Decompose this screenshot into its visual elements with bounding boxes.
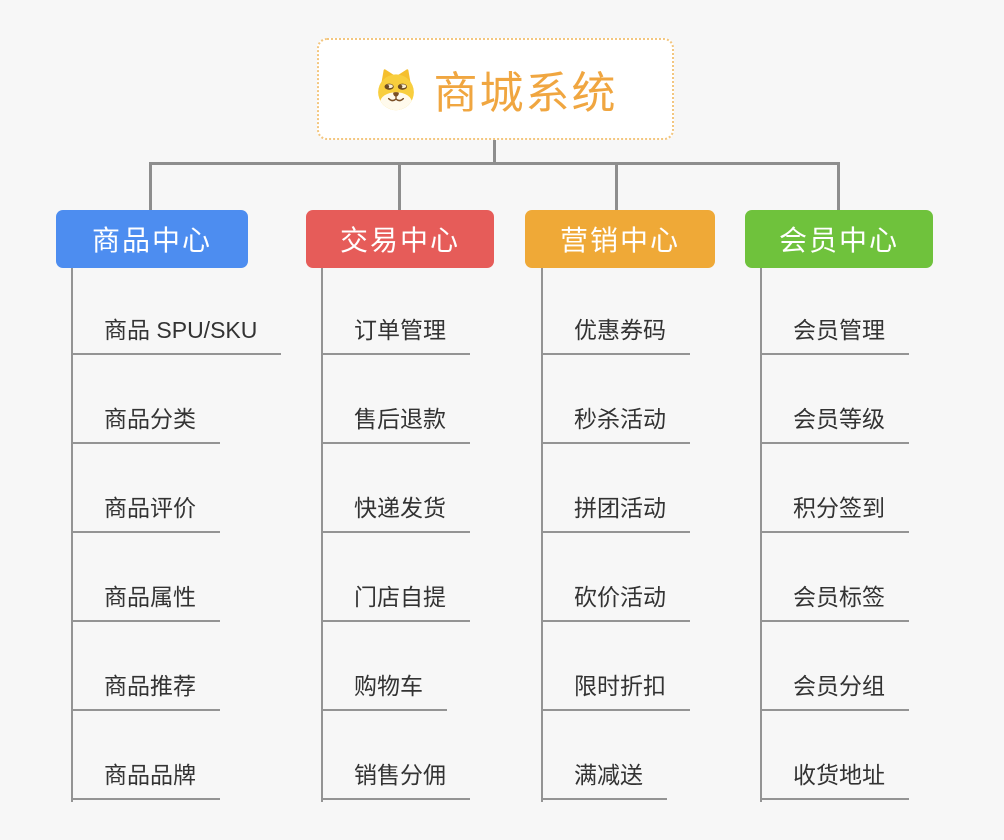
- leaf-node[interactable]: 限时折扣: [541, 671, 690, 711]
- branch-node-member-center[interactable]: 会员中心: [745, 210, 933, 268]
- leaf-node[interactable]: 优惠券码: [541, 315, 690, 355]
- leaf-node[interactable]: 商品 SPU/SKU: [71, 315, 282, 355]
- leaf-node[interactable]: 销售分佣: [321, 760, 470, 800]
- leaf-node[interactable]: 会员管理: [760, 315, 909, 355]
- branch-node-marketing-center[interactable]: 营销中心: [525, 210, 715, 268]
- leaf-node[interactable]: 会员等级: [760, 404, 909, 444]
- leaf-node[interactable]: 会员分组: [760, 671, 909, 711]
- branch-node-product-center[interactable]: 商品中心: [56, 210, 248, 268]
- spine-marketing-center: [541, 268, 543, 802]
- leaf-node[interactable]: 满减送: [541, 760, 667, 800]
- connector-drop-product: [149, 164, 152, 211]
- leaf-node[interactable]: 商品品牌: [71, 760, 220, 800]
- leaf-node[interactable]: 会员标签: [760, 582, 909, 622]
- leaf-node[interactable]: 秒杀活动: [541, 404, 690, 444]
- leaf-node[interactable]: 商品分类: [71, 404, 220, 444]
- connector-bus: [149, 162, 840, 165]
- leaf-node[interactable]: 砍价活动: [541, 582, 690, 622]
- connector-root-stub: [493, 140, 496, 164]
- root-node[interactable]: 商城系统: [317, 38, 674, 140]
- branch-node-trade-center[interactable]: 交易中心: [306, 210, 494, 268]
- spine-product-center: [71, 268, 73, 802]
- leaf-node[interactable]: 商品推荐: [71, 671, 220, 711]
- connector-drop-member: [837, 164, 840, 211]
- leaf-node[interactable]: 订单管理: [321, 315, 470, 355]
- leaf-node[interactable]: 收货地址: [760, 760, 909, 800]
- dog-face-icon: [377, 69, 414, 111]
- leaf-node[interactable]: 购物车: [321, 671, 447, 711]
- spine-trade-center: [321, 268, 323, 802]
- leaf-node[interactable]: 门店自提: [321, 582, 470, 622]
- leaf-node[interactable]: 商品评价: [71, 493, 220, 533]
- leaf-node[interactable]: 拼团活动: [541, 493, 690, 533]
- leaf-node[interactable]: 积分签到: [760, 493, 909, 533]
- connector-drop-trade: [398, 164, 401, 211]
- root-title: 商城系统: [433, 69, 618, 118]
- leaf-node[interactable]: 售后退款: [321, 404, 470, 444]
- leaf-node[interactable]: 快递发货: [321, 493, 470, 533]
- connector-drop-marketing: [615, 164, 618, 211]
- leaf-node[interactable]: 商品属性: [71, 582, 220, 622]
- spine-member-center: [760, 268, 762, 802]
